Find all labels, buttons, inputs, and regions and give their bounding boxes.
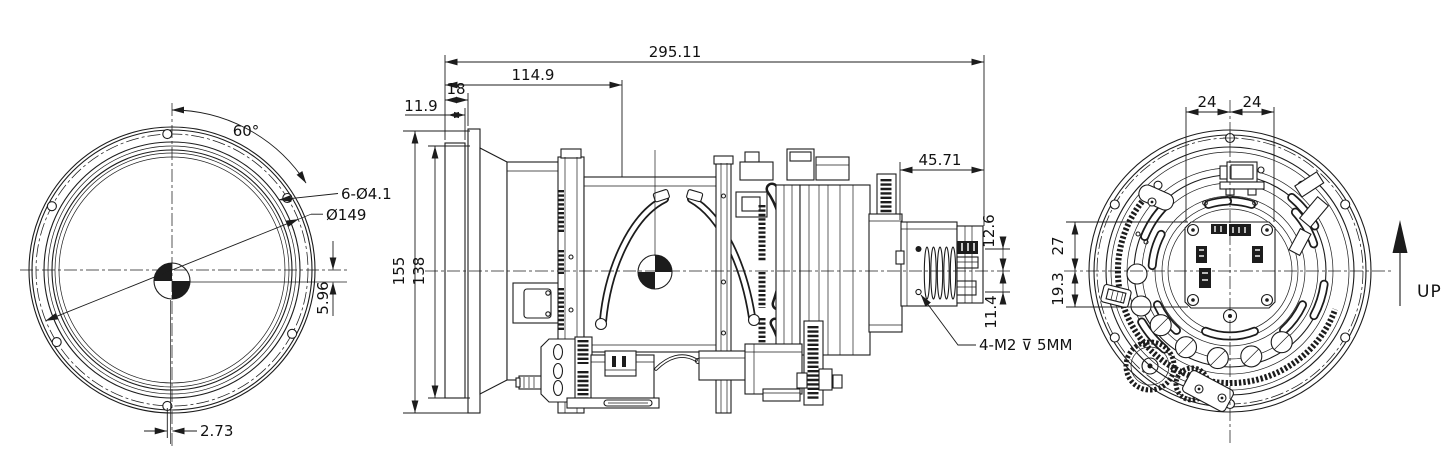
bolt-hole	[1340, 332, 1351, 343]
rear-cylinder	[868, 213, 903, 333]
detector-mount	[895, 221, 984, 307]
dim-front-lip: 11.9	[404, 97, 466, 140]
dim-rear-length-label: 45.71	[919, 151, 962, 169]
right-tilted-parts	[1288, 171, 1330, 257]
callout-thread-label: 4-M2 ⊽ 5MM	[979, 336, 1072, 354]
rear-gears	[1123, 339, 1234, 413]
dim-spacing-left-label: 24	[1197, 93, 1216, 111]
up-indicator: UP	[1392, 220, 1442, 306]
dim-bolt-circle-diameter: Ø149	[45, 206, 366, 322]
dim-rear-lower-label: 11.4	[982, 295, 1000, 328]
dim-horizontal-offset-label: 2.73	[200, 422, 233, 440]
dim-horizontal-offset: 2.73	[144, 408, 233, 440]
dim-vertical-offset-label: 5.96	[314, 281, 332, 314]
dim-hole-spacing: 24 24	[1185, 93, 1275, 222]
dim-angle-60: 60°	[171, 106, 307, 184]
pcb-connector	[1196, 246, 1207, 263]
dim-lower-offset-label: 19.3	[1049, 272, 1067, 305]
bolt-hole	[1109, 199, 1120, 210]
bolt-hole	[1109, 332, 1120, 343]
bolt-hole	[162, 129, 173, 140]
dim-rear-lower: 11.4	[982, 258, 1010, 329]
dim-front-length-label: 114.9	[512, 66, 555, 84]
pivot-bracket	[1138, 184, 1175, 211]
dim-front-length: 114.9	[445, 66, 623, 177]
dim-flange-diameter-label: 155	[390, 257, 408, 286]
bolt-hole	[51, 337, 62, 348]
callout-thread: 4-M2 ⊽ 5MM	[920, 294, 1072, 354]
dim-overall-length-label: 295.11	[649, 43, 702, 61]
dim-rear-upper-label: 12.6	[980, 214, 998, 247]
bolt-hole	[1340, 199, 1351, 210]
rear-lens-group	[775, 148, 871, 356]
dim-upper-offset-label: 27	[1049, 236, 1067, 255]
bolt-hole	[287, 328, 298, 339]
dim-flange-offset-label: 18	[446, 80, 465, 98]
top-connector	[1219, 161, 1265, 196]
dim-rear-length: 45.71	[899, 151, 984, 220]
dim-flange-diameter: 155	[390, 130, 470, 414]
dim-body-diameter: 138	[410, 145, 470, 399]
left-connector-tab	[1100, 283, 1132, 309]
dim-spacing-right-label: 24	[1242, 93, 1261, 111]
dim-upper-offset: 27	[1049, 221, 1188, 271]
dim-lower-offset: 19.3	[1049, 271, 1188, 308]
mount-hole-lower	[915, 288, 922, 296]
bolt-hole	[46, 201, 57, 212]
bolt-hole	[282, 192, 293, 204]
pcb-connector	[1252, 246, 1263, 263]
gear-ring	[1114, 189, 1339, 387]
front-view: 60° 6-Ø4.1 Ø149 5.96 2.73	[20, 103, 392, 447]
side-port-box	[512, 282, 564, 324]
dim-vertical-offset: 5.96	[314, 241, 337, 316]
front-center-mark	[153, 262, 191, 300]
bottom-mechanisms	[515, 336, 843, 409]
front-plate	[444, 142, 466, 399]
dim-overall-length: 295.11	[444, 43, 985, 226]
dim-front-lip-label: 11.9	[404, 97, 437, 115]
up-label: UP	[1417, 282, 1442, 302]
mount-hole-upper	[915, 246, 922, 252]
rear-view: 24 24 27 19.3 UP	[1049, 93, 1442, 443]
side-center-mark	[637, 254, 673, 290]
side-view: 295.11 114.9 18 11.9 155	[390, 43, 1072, 414]
dim-rear-upper: 12.6	[980, 214, 1010, 284]
callout-bolt-holes-label: 6-Ø4.1	[341, 185, 392, 203]
up-arrow-head	[1392, 220, 1408, 253]
dim-body-diameter-label: 138	[410, 257, 428, 286]
dim-flange-offset: 18	[445, 80, 469, 126]
pcb-connector	[1211, 224, 1227, 234]
dim-angle-60-label: 60°	[233, 122, 260, 140]
dim-bolt-circle-label: Ø149	[326, 206, 366, 224]
rear-screw-holes	[1126, 231, 1293, 370]
callout-bolt-holes: 6-Ø4.1	[278, 185, 392, 203]
